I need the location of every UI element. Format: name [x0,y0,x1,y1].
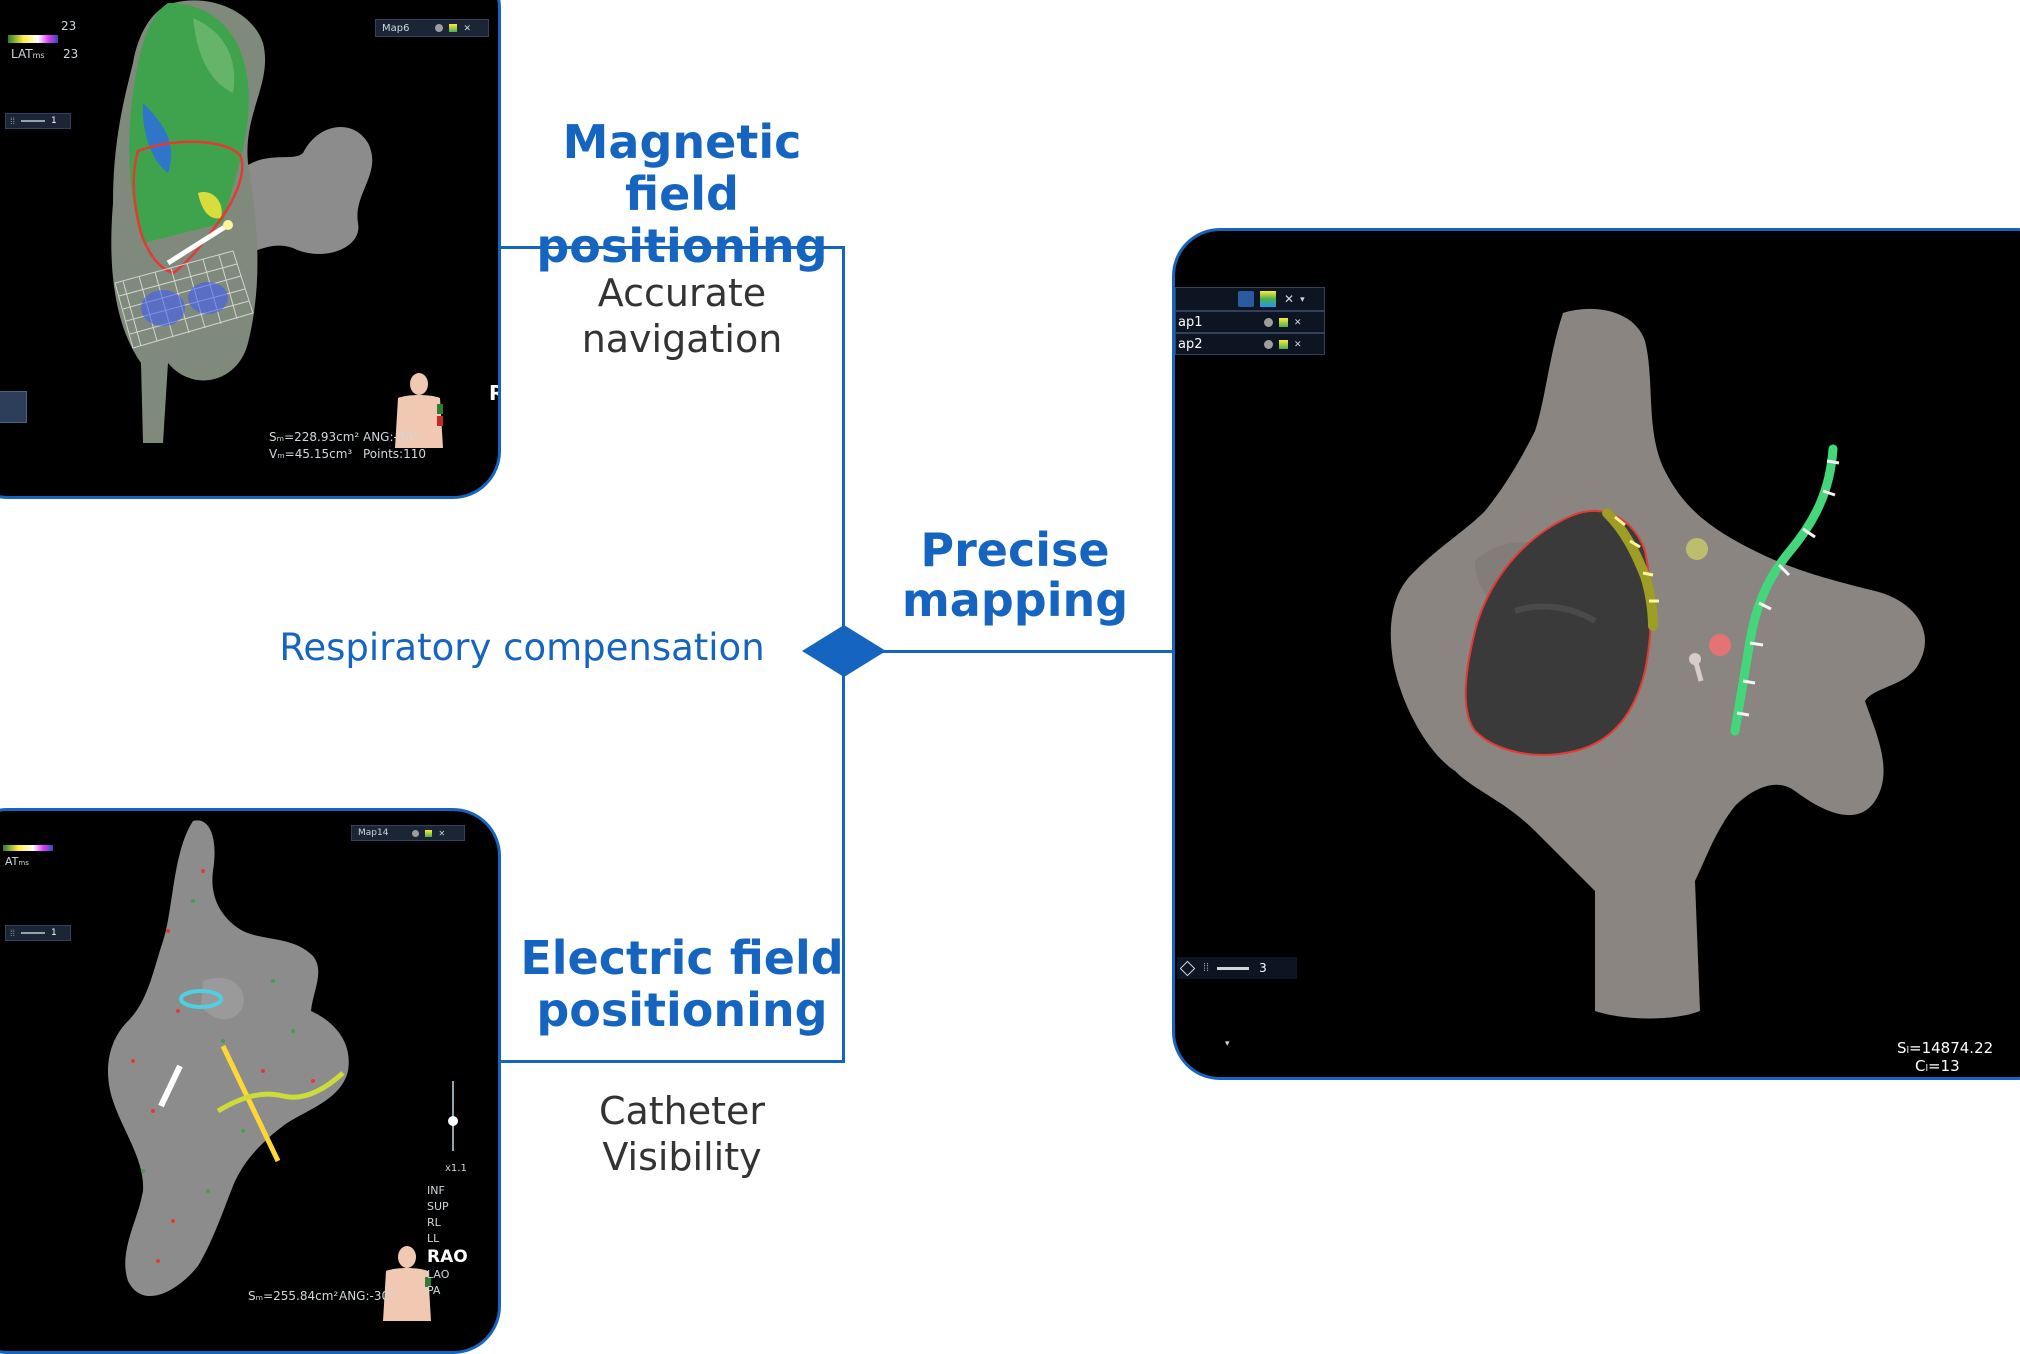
stat-area-2: Sₘ=255.84cm² [248,1289,339,1303]
opacity-slider[interactable]: ⁞⁞ 1 [5,113,71,129]
connector-top-h [498,246,845,249]
precise-line1: Precise [920,523,1110,577]
slider-track[interactable] [21,120,46,122]
magnetic-heading: Magnetic field positioning [500,116,864,272]
layers-icon[interactable] [1264,317,1273,327]
slider-value: 1 [51,116,57,126]
map-row-1[interactable]: ap1 ✕ [1175,311,1325,333]
expand-icon[interactable]: ✕ [1294,338,1302,349]
expand-icon[interactable]: ✕ [438,828,446,838]
lat-scale-value: 23 [63,47,79,61]
diamond-node [802,625,886,677]
at-unit: ms [18,859,29,867]
orientation-label: R [489,381,498,405]
map-row-2[interactable]: ap2 ✕ [1175,333,1325,355]
layers-icon[interactable] [412,829,420,837]
expand-icon[interactable]: ✕ [463,22,472,33]
precise-map-render [1390,308,1925,1019]
stat-s: Sₗ=14874.22 [1897,1039,1994,1057]
map-selector-2[interactable]: Map14 ✕ [351,825,465,841]
catheter-line1: Catheter [598,1089,766,1133]
diamond-icon[interactable] [1179,960,1196,976]
map-row-2-label: ap2 [1178,336,1203,352]
mapping-points [131,869,315,1263]
electric-line1: Electric field [520,931,844,985]
side-tab-button[interactable] [0,391,27,423]
accurate-line1: Accurate [597,271,767,315]
expand-icon[interactable]: ✕ [1284,292,1295,306]
at-scale-label: ATms [5,855,29,868]
electric-line2: positioning [536,983,828,1037]
opacity-slider-3[interactable]: ⁞⁞ 3 [1177,957,1297,979]
electric-heading: Electric field positioning [500,932,864,1036]
view-sup[interactable]: SUP [427,1200,449,1213]
lat-scale-max: 23 [61,19,77,33]
view-inf[interactable]: INF [427,1184,445,1197]
accurate-navigation: Accurate navigation [540,270,824,362]
magnetic-map-render [8,0,443,448]
accurate-line2: navigation [581,317,783,361]
map-selector[interactable]: Map6 ✕ [375,19,489,37]
map-name: Map6 [382,22,410,34]
zoom-level: x1.1 [445,1163,467,1174]
view-rl[interactable]: RL [427,1216,441,1229]
precise-heading: Precise mapping [880,525,1150,625]
lat-scale-label: LATms [11,47,45,61]
stat-c: Cₗ=13 [1915,1057,1960,1075]
view-ll[interactable]: LL [427,1232,440,1245]
layers-icon[interactable] [435,24,444,32]
magnetic-line2: positioning [536,219,828,273]
map-list: ap1 ✕ ap2 ✕ [1175,311,1325,355]
torso-icon [383,1246,431,1321]
grid-icon: ⁞⁞ [1203,962,1210,974]
chevron-down-icon[interactable]: ▾ [1300,293,1305,304]
catheter-visibility: Catheter Visibility [540,1088,824,1180]
layers-icon[interactable] [1264,339,1273,349]
view-rao[interactable]: RAO [427,1247,468,1267]
grid-icon: ⁞⁞ [10,116,16,126]
connector-bottom-h [498,1060,845,1063]
layers-icon[interactable] [1238,291,1254,307]
slider-track-2[interactable] [21,932,46,934]
palette-icon[interactable] [1260,291,1276,307]
stat-ang-2: ANG:-30° [339,1289,396,1303]
electric-map-render [3,820,458,1321]
stat-area: Sₘ=228.93cm² [269,430,360,444]
chevron-down-icon[interactable]: ▾ [1225,1039,1230,1049]
slider-track-3[interactable] [1217,966,1250,970]
magnetic-line1: Magnetic field [562,115,802,221]
view-list: INF SUP RL LL RAO LAO PA [427,1183,487,1299]
opacity-slider-2[interactable]: ⁞⁞ 1 [5,925,71,941]
stat-ang: ANG:-30° [363,430,420,444]
palette-icon[interactable] [425,829,433,837]
expand-icon[interactable]: ✕ [1294,316,1302,327]
precise-map-panel[interactable]: ✕ ▾ ap1 ✕ ap2 ✕ ⁞⁞ 3 ▾ Sₗ=14874.22 Cₗ=13 [1172,228,2020,1080]
at-label: AT [5,855,19,868]
palette-icon[interactable] [449,24,458,32]
palette-icon[interactable] [1279,339,1288,349]
slider-value-2: 1 [51,928,57,938]
map-toolbar[interactable]: ✕ ▾ [1175,287,1325,311]
map-name-2: Map14 [358,828,389,838]
lat-label: LAT [11,47,33,61]
grid-icon: ⁞⁞ [10,928,16,938]
map-row-1-label: ap1 [1178,314,1203,330]
view-pa[interactable]: PA [427,1284,441,1297]
catheter-line2: Visibility [602,1135,762,1179]
connector-right-h [880,650,1173,653]
palette-icon[interactable] [1279,317,1288,327]
lat-unit: ms [32,51,45,60]
respiratory-label: Respiratory compensation [279,626,765,669]
stat-points: Points:110 [363,447,426,461]
torso-icon [395,373,443,448]
magnetic-map-panel[interactable]: 23 LATms 23 Map6 ✕ ⁞⁞ 1 Sₘ=228.93cm² ANG… [0,0,501,499]
stat-volume: Vₘ=45.15cm³ [269,447,353,461]
electric-map-panel[interactable]: ATms Map14 ✕ ⁞⁞ 1 x1.1 INF SUP RL LL RAO… [0,808,501,1354]
view-lao[interactable]: LAO [427,1268,450,1281]
precise-line2: mapping [901,573,1129,627]
slider-value-3: 3 [1259,961,1267,975]
